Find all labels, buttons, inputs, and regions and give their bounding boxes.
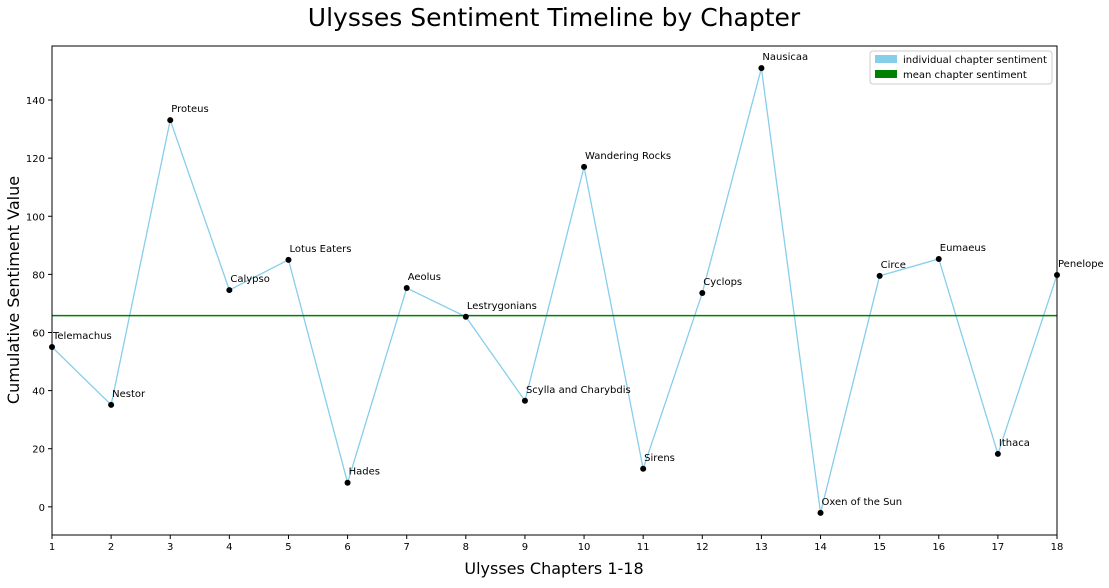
data-point <box>581 163 588 170</box>
point-label: Wandering Rocks <box>585 151 671 162</box>
point-label: Hades <box>349 467 380 478</box>
point-label: Circe <box>881 260 906 271</box>
x-tick-label: 15 <box>873 542 886 553</box>
x-tick-label: 5 <box>285 542 291 553</box>
data-point <box>108 401 115 408</box>
point-label: Lestrygonians <box>467 301 537 312</box>
sentiment-line <box>51 67 1058 514</box>
point-label: Aeolus <box>408 272 441 283</box>
point-label: Ithaca <box>999 438 1030 449</box>
x-tick-label: 4 <box>226 542 232 553</box>
data-point <box>935 255 942 262</box>
data-point <box>994 450 1001 457</box>
point-label: Calypso <box>230 274 269 285</box>
point-label: Lotus Eaters <box>289 244 351 255</box>
point-label: Proteus <box>171 104 209 115</box>
legend-label-individual: individual chapter sentiment <box>903 55 1047 66</box>
x-tick-label: 9 <box>522 542 528 553</box>
x-tick-label: 6 <box>344 542 350 553</box>
x-tick-label: 1 <box>49 542 55 553</box>
data-point <box>167 117 174 124</box>
x-tick-label: 10 <box>578 542 591 553</box>
point-label: Scylla and Charybdis <box>526 385 631 396</box>
data-point <box>462 313 469 320</box>
x-tick-label: 16 <box>932 542 945 553</box>
legend-swatch-mean <box>875 70 897 78</box>
data-point <box>876 272 883 279</box>
point-label: Penelope <box>1058 259 1104 270</box>
legend: individual chapter sentiment mean chapte… <box>869 50 1053 85</box>
point-label: Nausicaa <box>762 52 808 63</box>
x-tick-label: 8 <box>463 542 469 553</box>
plot-frame <box>51 45 1058 536</box>
x-axis-label: Ulysses Chapters 1-18 <box>464 559 643 578</box>
data-point <box>344 479 351 486</box>
y-tick-label: 0 <box>39 503 45 514</box>
x-tick-label: 17 <box>992 542 1005 553</box>
x-tick-label: 13 <box>755 542 768 553</box>
point-label: Sirens <box>644 453 675 464</box>
y-tick-label: 140 <box>26 96 45 107</box>
y-tick-label: 40 <box>32 387 45 398</box>
data-point <box>226 287 233 294</box>
y-tick-label: 60 <box>32 328 45 339</box>
point-label: Telemachus <box>52 331 112 342</box>
y-axis-label: Cumulative Sentiment Value <box>4 176 23 404</box>
y-tick-label: 20 <box>32 445 45 456</box>
data-point <box>403 285 410 292</box>
y-tick-label: 100 <box>26 212 45 223</box>
x-tick-label: 12 <box>696 542 709 553</box>
x-tick-label: 7 <box>404 542 410 553</box>
data-point <box>640 465 647 472</box>
data-point <box>699 289 706 296</box>
point-label: Eumaeus <box>940 243 986 254</box>
x-tick-label: 14 <box>814 542 827 553</box>
legend-label-mean: mean chapter sentiment <box>903 70 1027 81</box>
x-tick-label: 11 <box>637 542 650 553</box>
point-label: Nestor <box>112 389 146 400</box>
chart-title: Ulysses Sentiment Timeline by Chapter <box>308 3 801 32</box>
data-point <box>758 65 765 72</box>
point-label: Oxen of the Sun <box>822 497 903 508</box>
x-tick-label: 3 <box>167 542 173 553</box>
legend-swatch-individual <box>875 55 897 63</box>
x-tick-label: 18 <box>1051 542 1064 553</box>
data-point <box>817 509 824 516</box>
point-label: Cyclops <box>703 277 742 288</box>
y-tick-label: 120 <box>26 154 45 165</box>
data-point <box>285 256 292 263</box>
x-tick-label: 2 <box>108 542 114 553</box>
legend-box <box>869 50 1053 85</box>
y-tick-label: 80 <box>32 270 45 281</box>
data-point <box>521 397 528 404</box>
